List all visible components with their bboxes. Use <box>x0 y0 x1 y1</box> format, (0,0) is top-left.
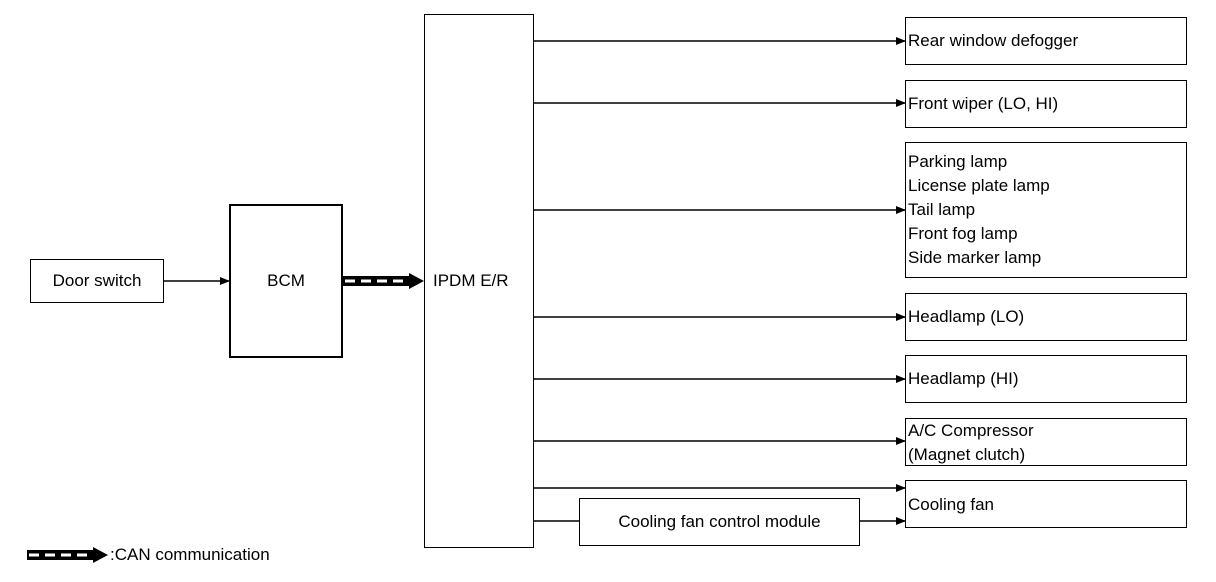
fan-control-module-box: Cooling fan control module <box>579 498 860 546</box>
front-wiper-box: Front wiper (LO, HI) <box>905 80 1187 128</box>
cooling-fan-box: Cooling fan <box>905 480 1187 528</box>
headlamp-hi-box: Headlamp (HI) <box>905 355 1187 403</box>
lamp-tail: Tail lamp <box>908 200 976 219</box>
cooling-fan-label: Cooling fan <box>908 495 995 514</box>
ipdm-label: IPDM E/R <box>433 271 509 290</box>
ac-compressor-label: A/C Compressor <box>908 421 1034 440</box>
lamp-license-plate: License plate lamp <box>908 176 1050 195</box>
legend-can-symbol <box>27 547 108 563</box>
headlamp-hi-label: Headlamp (HI) <box>908 369 1019 388</box>
lamp-front-fog: Front fog lamp <box>908 224 1018 243</box>
bcm-box: BCM <box>229 204 343 358</box>
bcm-label: BCM <box>267 271 305 290</box>
fan-control-module-label: Cooling fan control module <box>618 512 821 531</box>
ac-compressor-sub-label: (Magnet clutch) <box>908 445 1026 464</box>
front-wiper-label: Front wiper (LO, HI) <box>908 94 1059 113</box>
rear-defogger-label: Rear window defogger <box>908 31 1079 50</box>
rear-defogger-box: Rear window defogger <box>905 17 1187 65</box>
legend-can-label: :CAN communication <box>110 545 270 564</box>
ipdm-box <box>424 14 534 548</box>
door-switch-box: Door switch <box>30 259 164 303</box>
door-switch-label: Door switch <box>52 271 142 290</box>
can-arrow-bcm-to-ipdm <box>343 273 424 289</box>
lamp-side-marker: Side marker lamp <box>908 248 1042 267</box>
ac-compressor-box: A/C Compressor (Magnet clutch) <box>905 418 1187 466</box>
lamp-parking: Parking lamp <box>908 152 1008 171</box>
headlamp-lo-label: Headlamp (LO) <box>908 307 1025 326</box>
headlamp-lo-box: Headlamp (LO) <box>905 293 1187 341</box>
lamps-box: Parking lamp License plate lamp Tail lam… <box>905 142 1187 278</box>
